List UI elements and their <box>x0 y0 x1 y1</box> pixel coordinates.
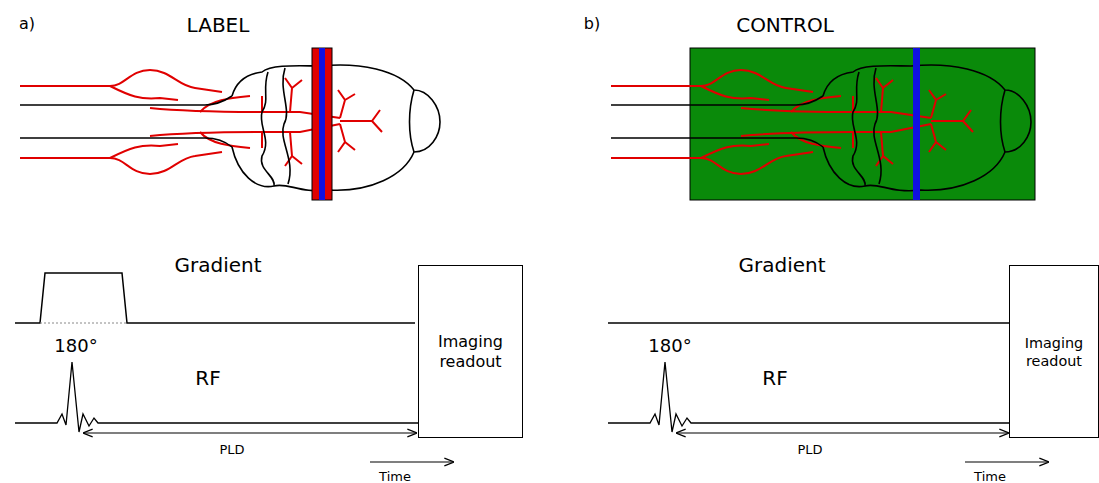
panel-letter: a) <box>19 15 35 33</box>
label-panel-art <box>15 48 453 462</box>
time-label: Time <box>379 470 411 483</box>
box-label: Imaging readout <box>1010 334 1098 370</box>
readout-box: Imaging readout <box>418 265 523 438</box>
axis-name: Gradient <box>174 254 261 276</box>
box-label: Imaging readout <box>419 332 522 372</box>
time-label: Time <box>974 470 1006 483</box>
delay-label: PLD <box>797 443 822 457</box>
panel-title: LABEL <box>187 14 250 36</box>
axis-name: RF <box>195 367 220 389</box>
delay-label: PLD <box>219 443 244 457</box>
flip-angle: 180° <box>54 336 97 356</box>
flip-angle: 180° <box>648 336 691 356</box>
readout-box: Imaging readout <box>1009 265 1099 438</box>
control-panel-art <box>608 48 1048 462</box>
panel-letter: b) <box>584 15 600 33</box>
axis-name: RF <box>762 367 787 389</box>
panel-title: CONTROL <box>736 14 834 36</box>
axis-name: Gradient <box>738 254 825 276</box>
